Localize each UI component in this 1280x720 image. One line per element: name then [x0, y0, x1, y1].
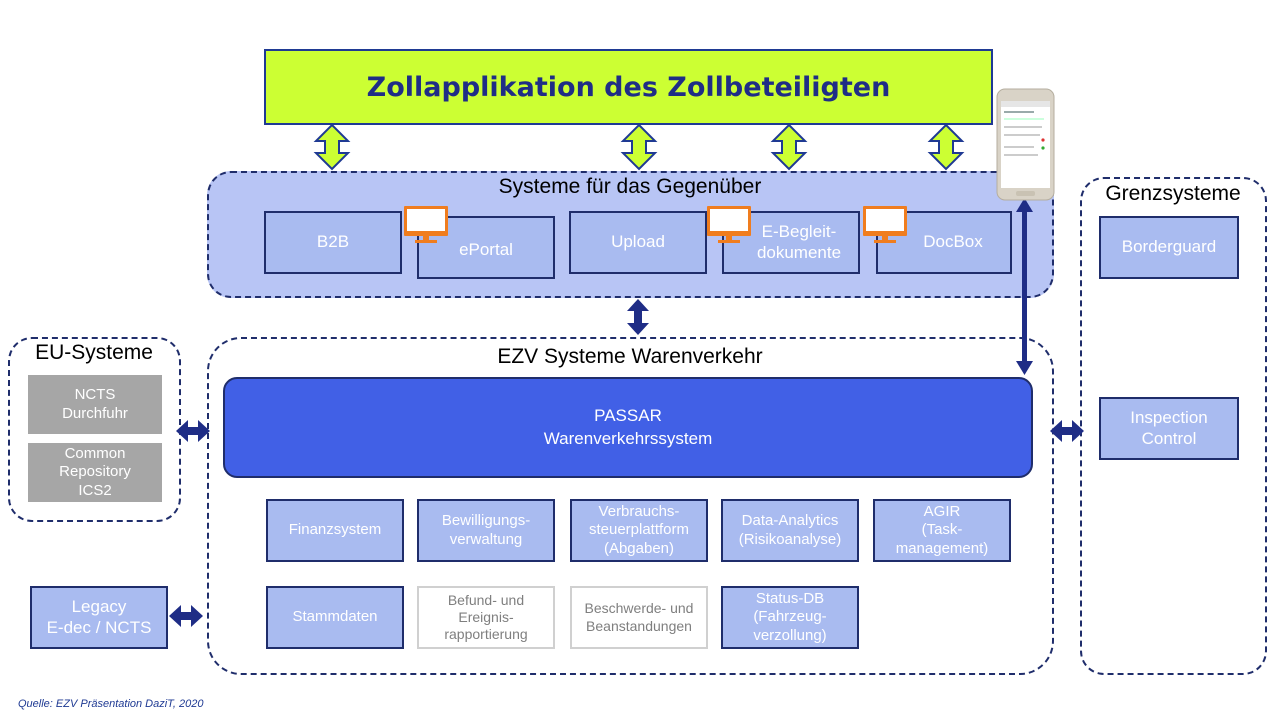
box-stammdaten: Stammdaten [266, 586, 404, 649]
group-title-gegenueber: Systeme für das Gegenüber [498, 175, 762, 198]
zollapplikation-box: Zollapplikation des Zollbeteiligten [264, 49, 993, 125]
double-arrow-icon [929, 124, 963, 170]
box-agir: AGIR (Task- management) [873, 499, 1011, 562]
monitor-icon [707, 206, 751, 243]
box-legacy: Legacy E-dec / NCTS [30, 586, 168, 649]
passar-title: PASSAR [594, 405, 662, 425]
box-bewilligungsverwaltung: Bewilligungs- verwaltung [417, 499, 555, 562]
box-borderguard: Borderguard [1099, 216, 1239, 279]
box-beschwerde-beanstandungen: Beschwerde- und Beanstandungen [570, 586, 708, 649]
box-finanzsystem: Finanzsystem [266, 499, 404, 562]
double-arrow-icon [315, 124, 349, 170]
box-common-repository-ics2: Common Repository ICS2 [26, 441, 164, 504]
box-status-db: Status-DB (Fahrzeug- verzollung) [721, 586, 859, 649]
box-upload: Upload [569, 211, 707, 274]
box-data-analytics: Data-Analytics (Risikoanalyse) [721, 499, 859, 562]
double-arrow-icon [1016, 198, 1033, 375]
box-b2b: B2B [264, 211, 402, 274]
double-arrow-icon [176, 420, 210, 442]
monitor-icon [404, 206, 448, 243]
group-title-grenz: Grenzsysteme [1105, 182, 1241, 205]
zollapplikation-title: Zollapplikation des Zollbeteiligten [366, 71, 891, 103]
box-verbrauchssteuerplattform: Verbrauchs- steuerplattform (Abgaben) [570, 499, 708, 562]
monitor-icon [863, 206, 907, 243]
passar-box: PASSAR Warenverkehrssystem [223, 377, 1033, 478]
box-befund-ereignisrapportierung: Befund- und Ereignis- rapportierung [417, 586, 555, 649]
double-arrow-icon [1050, 420, 1084, 442]
box-ncts-durchfuhr: NCTS Durchfuhr [26, 373, 164, 436]
double-arrow-icon [622, 124, 656, 170]
double-arrow-icon [627, 299, 649, 335]
box-inspection-control: Inspection Control [1099, 397, 1239, 460]
group-title-ezv: EZV Systeme Warenverkehr [497, 345, 763, 368]
passar-subtitle: Warenverkehrssystem [543, 428, 713, 448]
source-caption: Quelle: EZV Präsentation DaziT, 2020 [18, 698, 204, 710]
double-arrow-icon [772, 124, 806, 170]
double-arrow-icon [169, 605, 203, 627]
group-title-eu: EU-Systeme [35, 341, 153, 364]
smartphone-icon [996, 88, 1055, 201]
